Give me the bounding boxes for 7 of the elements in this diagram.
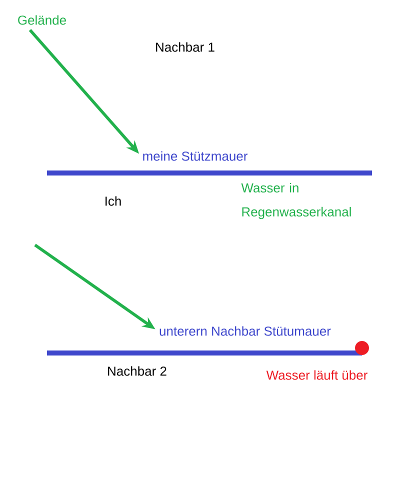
node-label: unterern Nachbar Stütumauer <box>160 326 331 336</box>
text-label: Wasser läuft über <box>266 370 368 380</box>
wall-drawing: meine Stützmauer <box>47 151 372 176</box>
text-label: Nachbar 1 <box>156 42 214 52</box>
text-label: Ich <box>106 196 121 206</box>
terrain-label: Gelände <box>18 15 66 25</box>
wall-drawing: unterern Nachbar Stütumauer <box>47 326 369 356</box>
